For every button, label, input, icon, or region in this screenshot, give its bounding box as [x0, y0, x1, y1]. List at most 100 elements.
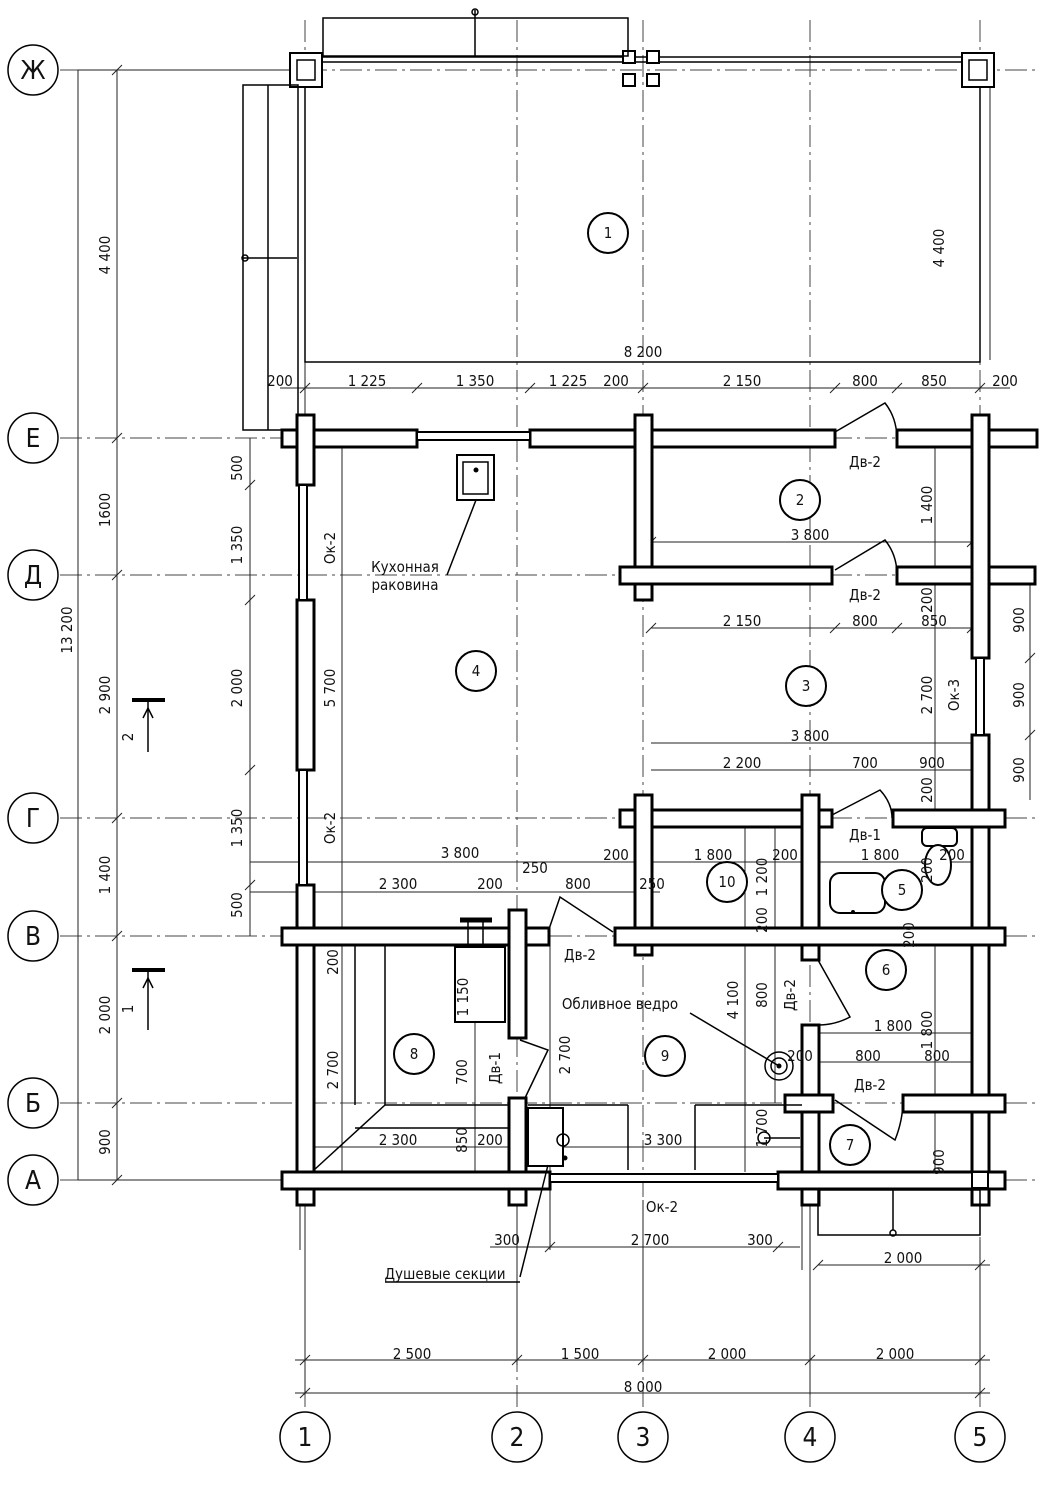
stove — [454, 946, 506, 1023]
dimension-label: 2 300 — [379, 875, 418, 893]
dimension-label: 250 — [639, 875, 665, 893]
room-number-circle — [644, 1035, 686, 1077]
doors — [519, 402, 904, 1142]
dimension-label: 4 400 — [930, 229, 948, 268]
room-number: 6 — [882, 961, 891, 979]
fixtures — [313, 454, 989, 1283]
axis-bubble — [617, 1411, 669, 1463]
dimension-tick — [891, 622, 903, 634]
dimension-tick — [299, 1387, 311, 1399]
dimension-label: Дв-2 — [849, 453, 881, 471]
dimension-label: 3 300 — [644, 1131, 683, 1149]
dimension-label: 700 — [453, 1059, 471, 1085]
dimension-label: 2 150 — [723, 612, 762, 630]
dimension-label: 2 500 — [393, 1345, 432, 1363]
dimension-label: 2 000 — [228, 669, 246, 708]
dimension-tick — [772, 1241, 784, 1253]
dimension-label: 850 — [921, 372, 947, 390]
room-number-circle — [865, 949, 907, 991]
axis-label: В — [25, 922, 41, 952]
dimension-tick — [244, 764, 256, 776]
axis-label: 4 — [803, 1423, 818, 1453]
terrace — [241, 8, 995, 431]
room-number-circle — [881, 869, 923, 911]
dimension-label: 2 150 — [723, 372, 762, 390]
dimension-label: 700 — [852, 754, 878, 772]
axis-bubble — [7, 792, 59, 844]
axis-label: А — [25, 1166, 41, 1196]
axis-label: Г — [26, 804, 40, 834]
dimension-tick — [111, 432, 123, 444]
room-number-circle — [829, 1124, 871, 1166]
room-number: 8 — [410, 1045, 419, 1063]
axis-bubble — [7, 1154, 59, 1206]
dimension-label: 200 — [992, 372, 1018, 390]
dimension-tick — [111, 930, 123, 942]
dimension-tick — [974, 1387, 986, 1399]
dimension-label: Дв-2 — [849, 586, 881, 604]
axis-label: 2 — [510, 1423, 525, 1453]
dimension-label: Дв-2 — [854, 1076, 886, 1094]
dimension-label: 4 100 — [724, 981, 742, 1020]
dimension-label: Дв-1 — [849, 826, 881, 844]
dimension-label: 200 — [753, 907, 771, 933]
axis-label: 5 — [973, 1423, 988, 1453]
dimension-label: 1 200 — [753, 858, 771, 897]
dimension-tick — [299, 382, 311, 394]
dimension-label: 1 225 — [549, 372, 588, 390]
dimension-label: 850 — [453, 1127, 471, 1153]
room-number-circle — [393, 1033, 435, 1075]
dimension-tick — [974, 382, 986, 394]
dimension-label: 3 800 — [791, 526, 830, 544]
dimension-tick — [244, 479, 256, 491]
pour-bucket-label: Обливное ведро — [562, 995, 678, 1013]
dimension-label: 200 — [267, 372, 293, 390]
dimension-tick — [111, 1097, 123, 1109]
dimension-label: 1 500 — [561, 1345, 600, 1363]
dimension-tick — [524, 382, 536, 394]
dimension-label: 200 — [772, 846, 798, 864]
room-number: 7 — [846, 1136, 855, 1154]
axis-label: Ж — [20, 56, 45, 86]
dimension-tick — [829, 622, 841, 634]
dimension-tick — [411, 382, 423, 394]
dimension-label: 900 — [1010, 757, 1028, 783]
dimension-label: 200 — [918, 857, 936, 883]
dimension-label: 200 — [939, 846, 965, 864]
axis-label: Д — [24, 561, 42, 591]
dimension-label: 500 — [228, 892, 246, 918]
dimension-tick — [1024, 652, 1036, 664]
dimension-label: 2 700 — [324, 1051, 342, 1090]
dimension-tick — [974, 1259, 986, 1271]
window — [298, 484, 308, 601]
room-number: 5 — [898, 881, 907, 899]
dimension-tick — [111, 812, 123, 824]
dimension-label: 900 — [96, 1129, 114, 1155]
window — [975, 657, 985, 736]
dimension-label: Ок-2 — [646, 1198, 678, 1216]
dimension-label: 300 — [747, 1231, 773, 1249]
axis-bubble — [784, 1411, 836, 1463]
dimension-label: 200 — [918, 777, 936, 803]
dimension-tick — [544, 1241, 556, 1253]
dimension-label: 2 000 — [876, 1345, 915, 1363]
window — [549, 1173, 779, 1183]
dimension-label: 2 000 — [884, 1249, 923, 1267]
kitchen-sink-label: раковина — [371, 576, 438, 594]
room-number: 2 — [796, 491, 805, 509]
room-number-circle — [779, 479, 821, 521]
axis-label: Е — [26, 424, 41, 454]
toilet — [921, 827, 958, 847]
dimension-tick — [299, 1354, 311, 1366]
axis-bubble — [279, 1411, 331, 1463]
dimension-label: 2 000 — [96, 996, 114, 1035]
dimension-label: 200 — [477, 1131, 503, 1149]
axis-label: Б — [25, 1089, 41, 1119]
dimension-label: 8 200 — [624, 343, 663, 361]
axis-bubble — [7, 412, 59, 464]
dimension-tick — [812, 1259, 824, 1271]
dimension-label: 8 000 — [624, 1378, 663, 1396]
